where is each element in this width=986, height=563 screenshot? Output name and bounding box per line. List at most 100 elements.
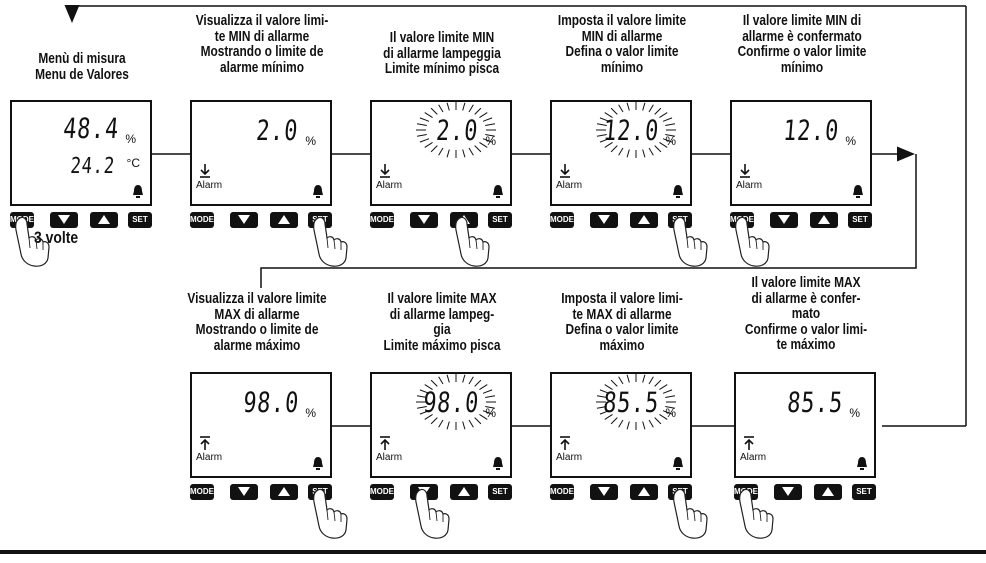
mode-button[interactable]: MODE <box>190 212 214 228</box>
set-button[interactable]: SET <box>852 484 876 500</box>
blink-ray <box>416 123 427 127</box>
blink-ray <box>599 117 610 122</box>
blink-ray <box>626 102 630 111</box>
triangle-up-icon <box>278 215 290 224</box>
blink-ray <box>438 376 444 385</box>
blink-ray <box>626 149 630 158</box>
triangle-up-icon <box>278 487 290 496</box>
blink-ray <box>485 133 496 137</box>
blink-ray <box>416 405 427 409</box>
lcd-display: 85.5%Alarm <box>734 372 876 478</box>
blink-burst <box>596 374 676 430</box>
triangle-down-icon <box>778 215 790 224</box>
caption-line: Il valore limite MAX <box>751 275 861 291</box>
row1-caption-1: Visualizza il valore limi-te MIN di alla… <box>172 13 352 76</box>
blink-ray <box>430 145 438 153</box>
blink-ray <box>618 104 624 113</box>
set-button[interactable]: SET <box>848 212 872 228</box>
alarm-label: Alarm <box>196 452 223 463</box>
caption-line: Confirme o valor limi- <box>744 321 868 338</box>
blink-ray <box>482 389 493 394</box>
down-button[interactable] <box>770 212 798 228</box>
up-button[interactable] <box>630 212 658 228</box>
blink-ray <box>618 376 624 385</box>
mode-button[interactable]: MODE <box>370 212 394 228</box>
mode-button[interactable]: MODE <box>370 484 394 500</box>
down-button[interactable] <box>774 484 802 500</box>
blink-ray <box>610 145 618 153</box>
triangle-down-icon <box>782 487 794 496</box>
alarm-max-icon <box>560 436 570 450</box>
blink-ray <box>642 421 646 430</box>
down-button[interactable] <box>50 212 78 228</box>
blink-ray <box>596 405 607 409</box>
mode-button[interactable]: MODE <box>550 484 574 500</box>
blink-ray <box>665 133 676 137</box>
up-button[interactable] <box>814 484 842 500</box>
set-button[interactable]: SET <box>488 484 512 500</box>
down-button[interactable] <box>410 212 438 228</box>
mode-button[interactable]: MODE <box>550 212 574 228</box>
caption-line: MAX di allarme <box>214 306 300 323</box>
blink-ray <box>665 395 676 399</box>
up-button[interactable] <box>270 212 298 228</box>
unit-label: % <box>665 134 676 148</box>
alarm-label: Alarm <box>556 180 583 191</box>
row1-device-0: 48.4%24.2°CMODESET <box>10 100 152 267</box>
down-button[interactable] <box>590 484 618 500</box>
set-button[interactable]: SET <box>128 212 152 228</box>
triangle-up-icon <box>818 215 830 224</box>
unit-label: % <box>305 134 316 148</box>
caption-line: Il valore limite MIN di <box>742 13 862 29</box>
caption-line: máximo <box>599 337 645 354</box>
blink-ray <box>648 419 654 428</box>
up-button[interactable] <box>810 212 838 228</box>
caption-line: di allarme lampeg- <box>389 306 495 323</box>
unit-label: % <box>665 406 676 420</box>
blink-ray <box>474 107 482 115</box>
blink-ray <box>479 112 488 118</box>
blink-ray <box>659 142 668 148</box>
blink-ray <box>438 104 444 113</box>
blink-ray <box>462 374 466 383</box>
up-button[interactable] <box>450 484 478 500</box>
triangle-up-icon <box>98 215 110 224</box>
blink-ray <box>482 117 493 122</box>
blink-ray <box>462 149 466 158</box>
unit-label: % <box>845 134 856 148</box>
blink-ray <box>424 112 433 118</box>
blink-ray <box>626 421 630 430</box>
up-button[interactable] <box>90 212 118 228</box>
bell-icon <box>312 184 324 198</box>
blink-ray <box>626 374 630 383</box>
down-button[interactable] <box>590 212 618 228</box>
blink-ray <box>648 104 654 113</box>
mode-button[interactable]: MODE <box>190 484 214 500</box>
up-button[interactable] <box>630 484 658 500</box>
alarm-max-icon <box>200 436 210 450</box>
blink-ray <box>419 138 430 143</box>
down-button[interactable] <box>230 212 258 228</box>
triangle-down-icon <box>238 215 250 224</box>
blink-ray <box>604 414 613 420</box>
blink-ray <box>419 410 430 415</box>
main-reading: 48.4 <box>61 112 120 145</box>
caption-line: Limite mínimo pisca <box>384 61 500 77</box>
caption-line: mínimo <box>600 59 644 76</box>
caption-line: te máximo <box>776 337 836 353</box>
down-button[interactable] <box>230 484 258 500</box>
up-button[interactable] <box>270 484 298 500</box>
blink-ray <box>424 384 433 390</box>
blink-ray <box>482 138 493 143</box>
set-button[interactable]: SET <box>488 212 512 228</box>
main-reading: 2.0 <box>255 114 300 147</box>
alarm-min-icon <box>560 164 570 178</box>
blink-ray <box>654 107 662 115</box>
blink-ray <box>482 410 493 415</box>
blink-ray <box>474 145 482 153</box>
